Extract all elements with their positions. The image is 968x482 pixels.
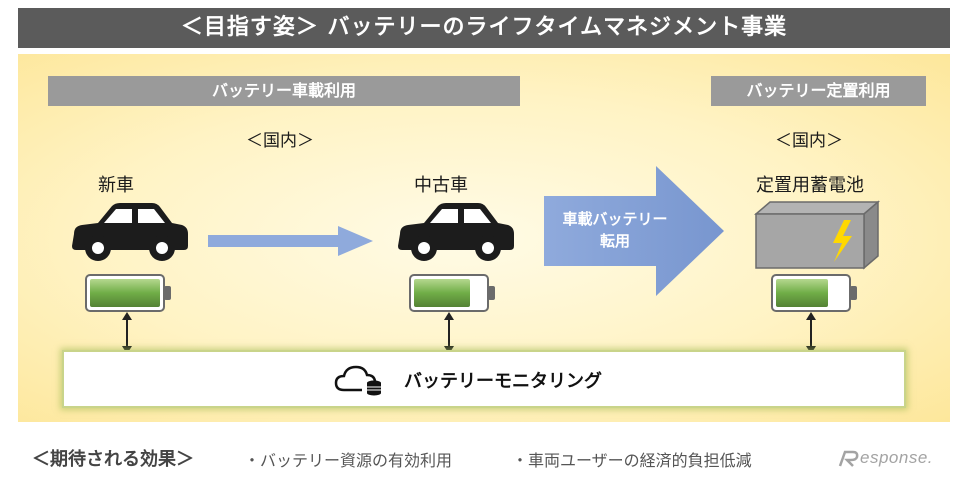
used-car-label: 中古車 (414, 175, 468, 196)
connector-arrow-new-car (122, 312, 132, 354)
cloud-database-icon (334, 365, 381, 396)
flow-arrow-icon (208, 226, 373, 256)
response-logo-icon (838, 450, 859, 467)
transfer-line2: 転用 (599, 232, 630, 250)
battery-icon-used-car (409, 274, 495, 312)
effects-heading: ＜期待される効果＞ (32, 449, 194, 470)
domestic-label-left: ＜国内＞ (246, 131, 314, 151)
transfer-arrow-icon (544, 166, 724, 296)
connector-arrow-used-car (444, 312, 454, 354)
battery-icon-storage (771, 274, 857, 312)
diagram-panel: バッテリー車載利用 バッテリー定置利用 ＜国内＞ ＜国内＞ 新車 中古車 定置用… (18, 54, 950, 422)
transfer-arrow-label: 車載バッテリー 転用 (550, 208, 680, 252)
onboard-section-header: バッテリー車載利用 (48, 76, 520, 106)
response-logo-text: esponse. (860, 448, 933, 467)
used-car-icon (398, 203, 514, 261)
monitoring-box: バッテリーモニタリング (62, 350, 906, 408)
battery-icon-new-car (85, 274, 171, 312)
page-title: ＜目指す姿＞ バッテリーのライフタイムマネジメント事業 (18, 8, 950, 48)
effect-resource-utilization: ・バッテリー資源の有効利用 (244, 451, 453, 470)
storage-label: 定置用蓄電池 (756, 175, 864, 196)
car-icon (72, 203, 188, 261)
stationary-section-header: バッテリー定置利用 (711, 76, 926, 106)
effect-cost-reduction: ・車両ユーザーの経済的負担低減 (512, 451, 752, 470)
monitoring-label: バッテリーモニタリング (404, 371, 602, 392)
lightning-bolt-icon (833, 220, 852, 262)
storage-battery-icon (754, 200, 881, 270)
transfer-line1: 車載バッテリー (562, 210, 668, 228)
new-car-label: 新車 (98, 175, 134, 196)
connector-arrow-storage (806, 312, 816, 354)
domestic-label-right: ＜国内＞ (775, 131, 843, 151)
